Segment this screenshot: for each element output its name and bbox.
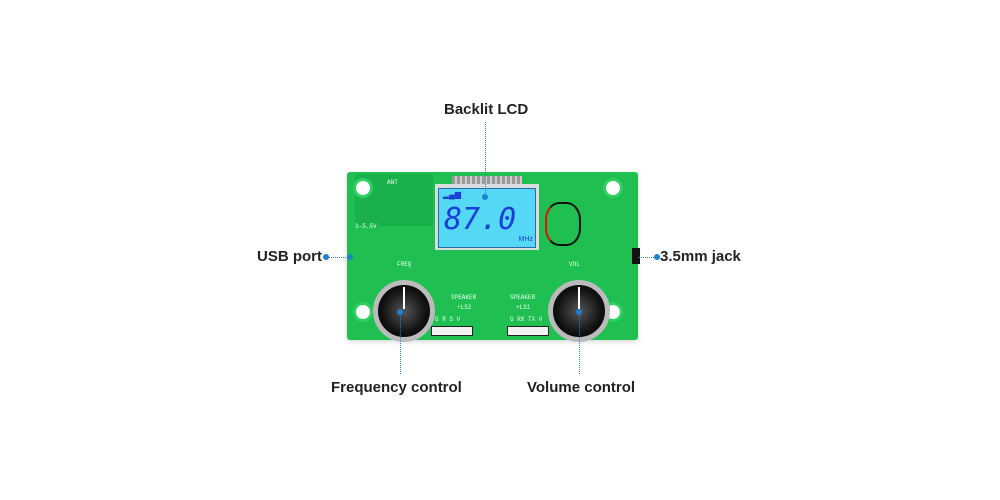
header-left-label: G R S V: [435, 316, 461, 323]
freq-label: FREQ: [397, 261, 412, 268]
unit-label: MHz: [518, 236, 533, 243]
leader-line: [400, 312, 401, 374]
pin-header: [431, 326, 473, 336]
leader-dot: [654, 254, 660, 260]
mount-hole: [603, 178, 623, 198]
mount-hole: [353, 302, 373, 322]
frequency-knob[interactable]: [373, 280, 435, 342]
leader-dot: [482, 194, 488, 200]
ant-label: ANT: [387, 179, 398, 186]
voltage-label: 3-5.5V: [355, 223, 377, 230]
callout-volume: Volume control: [527, 379, 636, 396]
signal-icon: ▂▄▆: [443, 190, 461, 199]
mount-hole: [353, 178, 373, 198]
fm-radio-board: ANT 3-5.5V ▂▄▆ 87.0 MHz FREQ VOL SPEAKER…: [347, 172, 638, 342]
ls2-label: +LS2: [457, 304, 472, 311]
callout-usb: USB port: [257, 248, 322, 265]
callout-frequency: Frequency control: [331, 379, 462, 396]
ls1-label: +LS1: [516, 304, 531, 311]
frequency-readout: 87.0: [444, 202, 517, 237]
leader-dot: [397, 309, 403, 315]
vol-label: VOL: [569, 261, 580, 268]
leader-dot: [347, 254, 353, 260]
speaker-label: SPEAKER: [510, 294, 536, 301]
pin-header: [507, 326, 549, 336]
audio-jack: [632, 248, 640, 264]
callout-jack: 3.5mm jack: [660, 248, 741, 265]
antenna-wire: [545, 202, 581, 246]
leader-dot: [576, 309, 582, 315]
header-right-label: G RX TX V: [510, 316, 543, 323]
lcd-pins: [452, 176, 522, 184]
leader-line: [638, 257, 656, 258]
speaker-label: SPEAKER: [451, 294, 477, 301]
callout-lcd: Backlit LCD: [444, 101, 529, 118]
leader-line: [579, 312, 580, 374]
leader-line: [326, 257, 350, 258]
leader-line: [485, 122, 486, 197]
